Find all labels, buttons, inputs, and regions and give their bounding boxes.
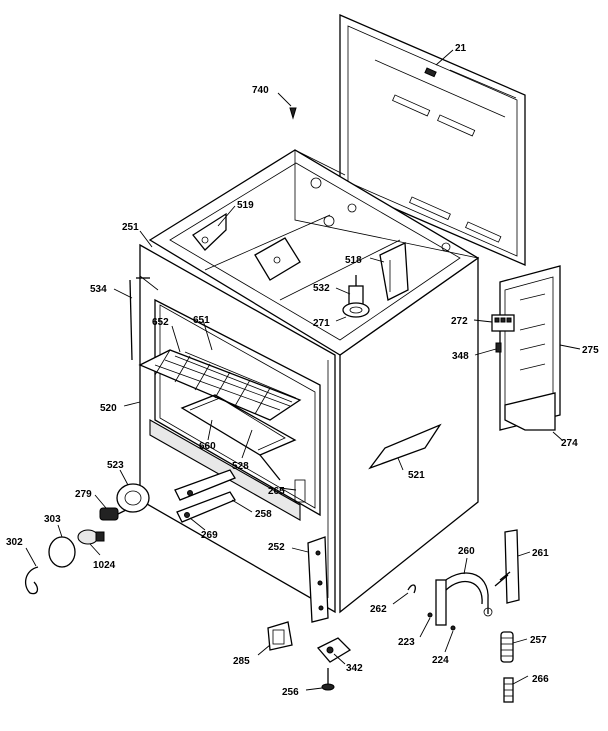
label-256: 256 [282, 687, 299, 698]
label-265: 265 [268, 486, 285, 497]
bracket-740 [289, 107, 297, 120]
label-261: 261 [532, 548, 549, 559]
lamp-socket-279 [99, 507, 127, 521]
rear-channel-275 [499, 265, 561, 431]
center-support [254, 237, 301, 281]
lens-wire-302 [24, 566, 39, 595]
label-21: 21 [455, 43, 467, 54]
screw-223 [427, 612, 433, 618]
label-275: 275 [582, 345, 599, 356]
label-274: 274 [561, 438, 578, 449]
terminal-block-272 [491, 314, 515, 332]
part-labels: 21 740 519 251 518 534 532 652 651 271 2… [6, 43, 599, 698]
leveling-leg-256 [321, 668, 335, 691]
screw-348 [495, 342, 502, 353]
bake-element-528 [180, 394, 297, 481]
oven-gasket-534 [129, 275, 159, 361]
label-534: 534 [90, 284, 107, 295]
clip-262 [407, 584, 416, 594]
oven-rack [138, 349, 302, 421]
side-trim-252 [307, 536, 329, 623]
label-348: 348 [452, 351, 469, 362]
label-528: 528 [232, 461, 249, 472]
leg-mount-342 [316, 637, 352, 663]
range-cabinet [139, 149, 480, 614]
label-252: 252 [268, 542, 285, 553]
switch-523 [116, 483, 150, 513]
label-519: 519 [237, 200, 254, 211]
element-bracket-519 [192, 212, 227, 251]
label-740: 740 [252, 85, 269, 96]
label-260: 260 [458, 546, 475, 557]
spring-link-266 [503, 677, 514, 703]
label-257: 257 [530, 635, 547, 646]
door-hinge-260 [435, 572, 493, 626]
label-342: 342 [346, 663, 363, 674]
label-521: 521 [408, 470, 425, 481]
label-302: 302 [6, 537, 23, 548]
label-223: 223 [398, 637, 415, 648]
label-224: 224 [432, 655, 449, 666]
label-258: 258 [255, 509, 272, 520]
back-panel [339, 14, 526, 266]
label-520: 520 [100, 403, 117, 414]
label-660: 660 [199, 441, 216, 452]
label-652: 652 [152, 317, 169, 328]
drawer-glide-258 [174, 469, 236, 523]
label-251: 251 [122, 222, 139, 233]
label-269: 269 [201, 530, 218, 541]
thermostat-532 [342, 275, 370, 318]
label-272: 272 [451, 316, 468, 327]
label-532: 532 [313, 283, 330, 294]
label-285: 285 [233, 656, 250, 667]
receptacle-265 [294, 479, 306, 503]
lamp-lens-303 [48, 536, 76, 568]
label-279: 279 [75, 489, 92, 500]
bulb-1024 [77, 529, 105, 545]
label-271: 271 [313, 318, 330, 329]
label-262: 262 [370, 604, 387, 615]
label-266: 266 [532, 674, 549, 685]
leader-lines [25, 49, 581, 691]
label-651: 651 [193, 315, 210, 326]
hinge-spring-257 [500, 631, 514, 663]
anti-tip-bracket-285 [267, 621, 293, 651]
screw-224 [450, 625, 456, 631]
label-518: 518 [345, 255, 362, 266]
label-303: 303 [44, 514, 61, 525]
label-1024: 1024 [93, 560, 116, 571]
bracket-518 [379, 241, 409, 301]
hinge-receiver-261 [494, 529, 520, 604]
label-523: 523 [107, 460, 124, 471]
